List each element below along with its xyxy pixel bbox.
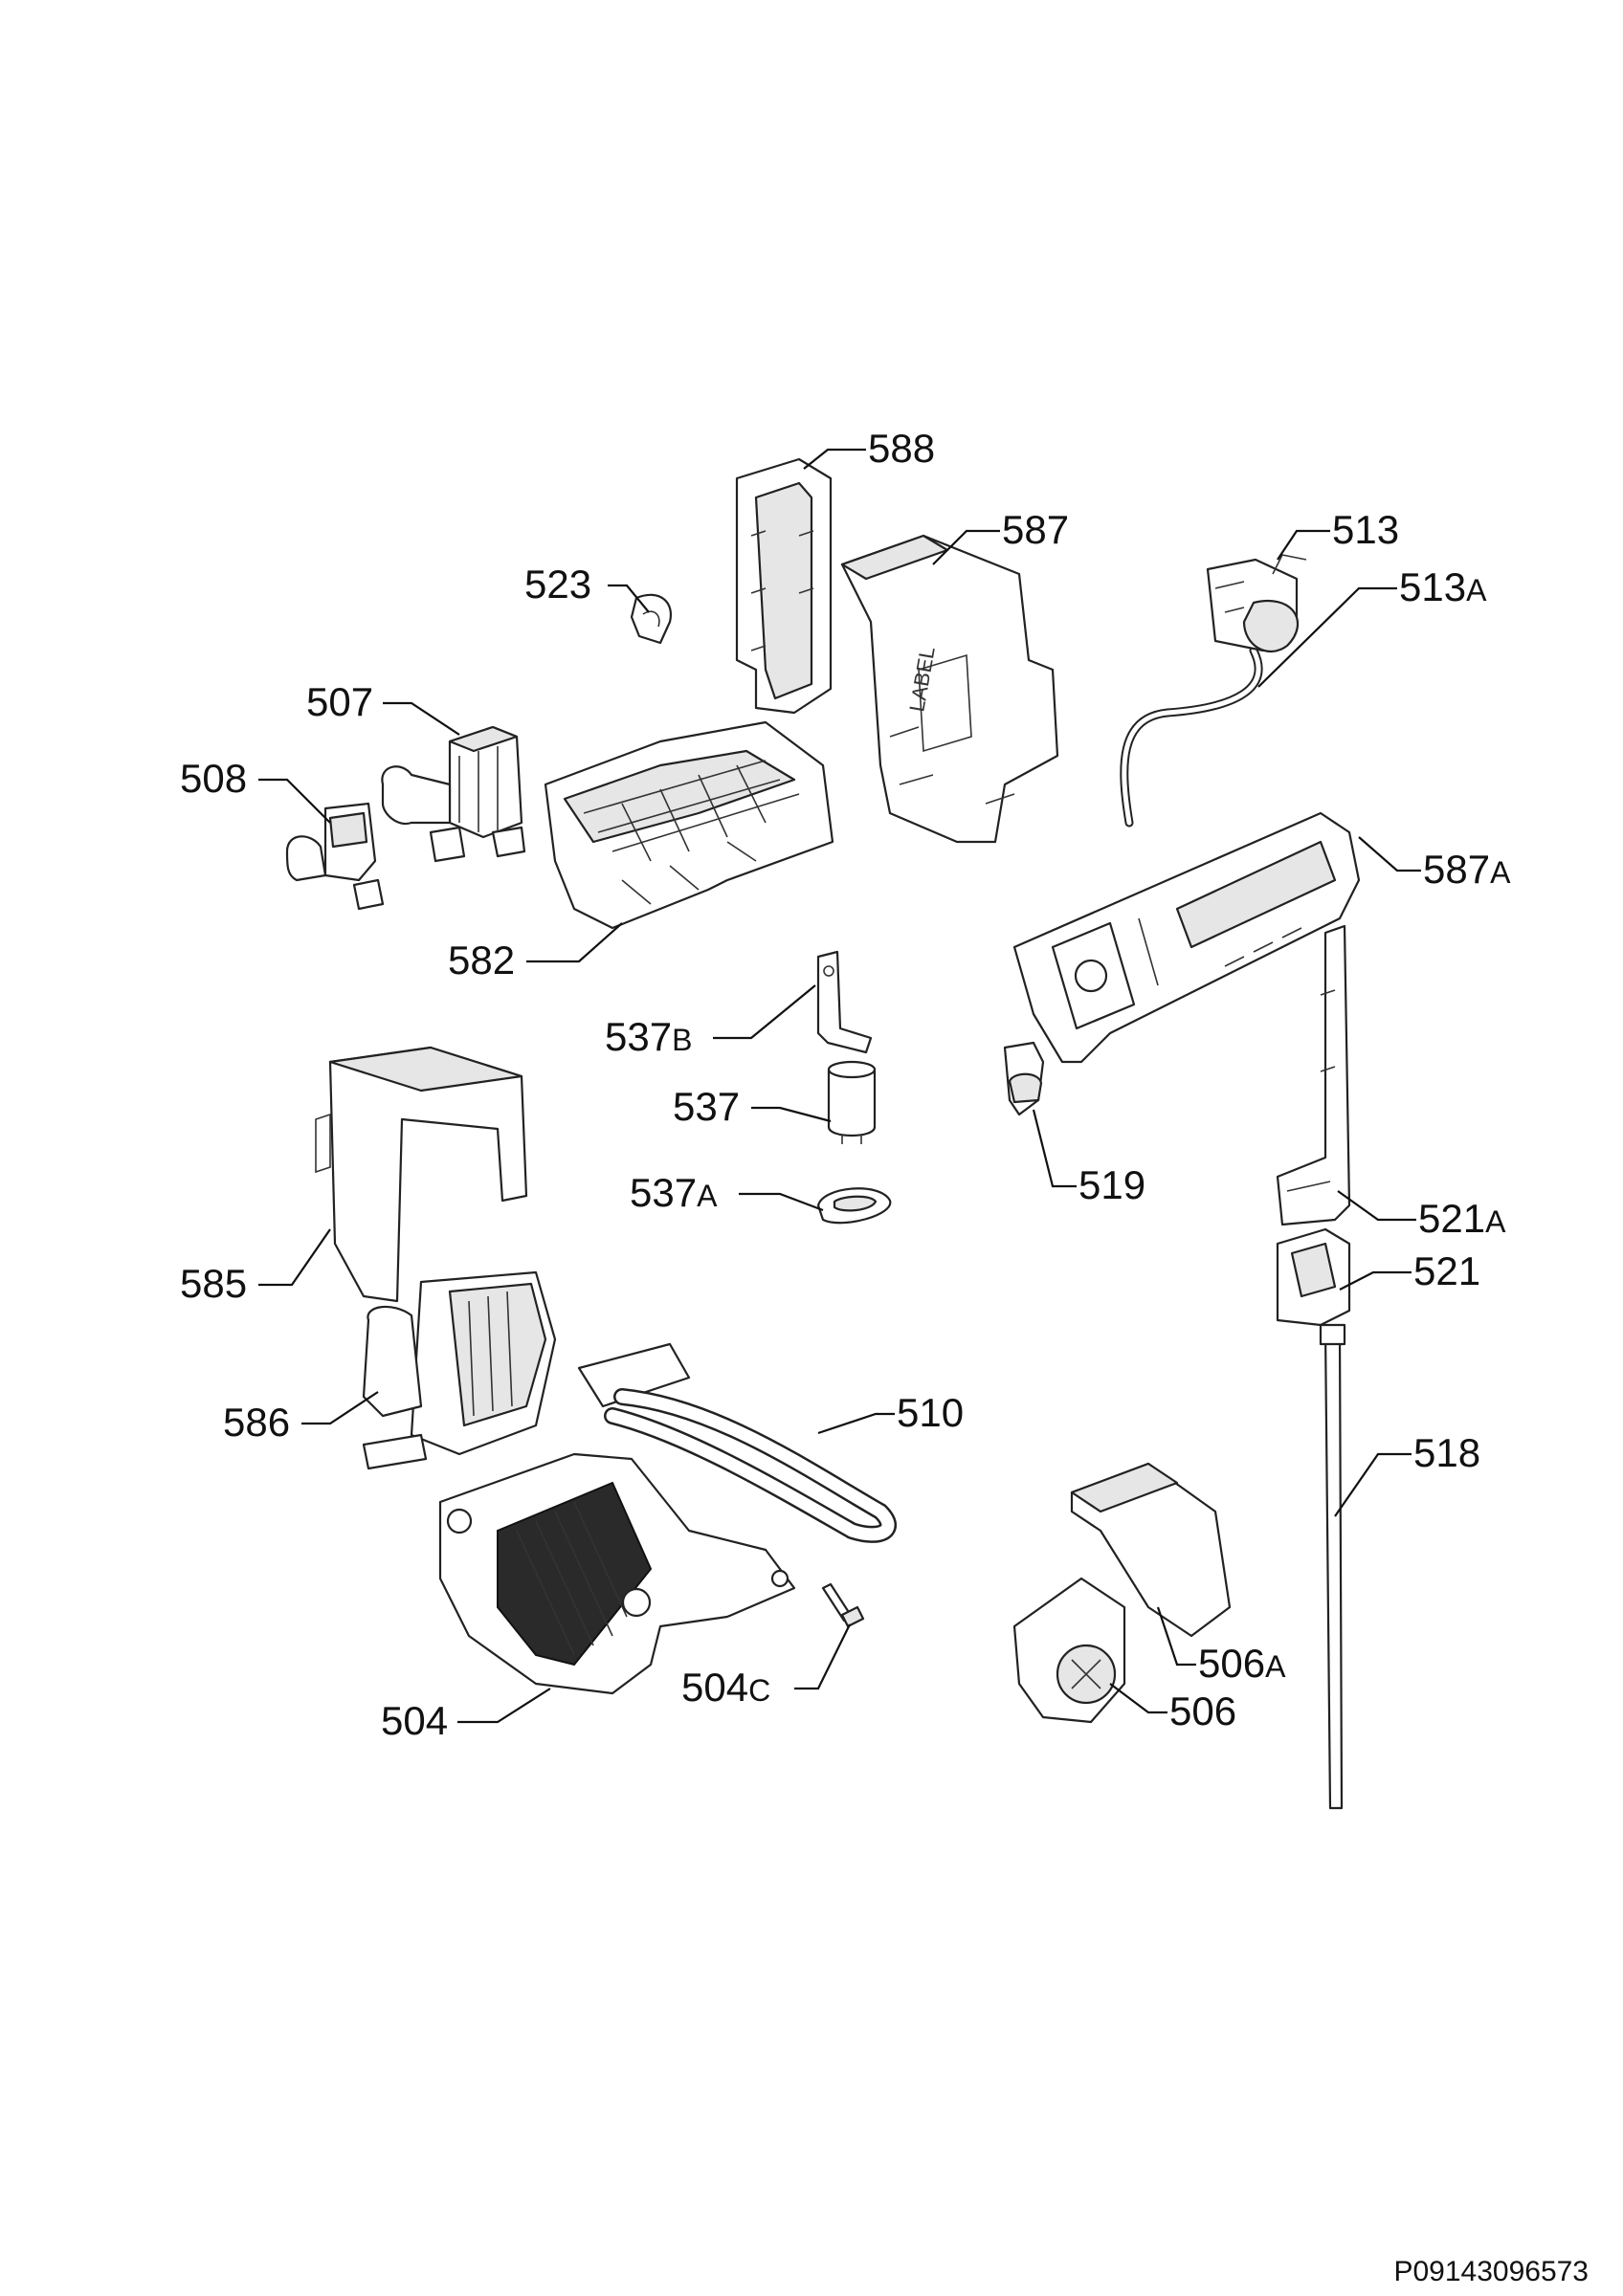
callout-537B: 537B	[605, 1014, 692, 1059]
leader-537B	[713, 984, 816, 1040]
callout-521: 521	[1413, 1248, 1480, 1293]
callout-537A: 537A	[630, 1170, 718, 1215]
callout-508: 508	[180, 756, 247, 801]
part-582-drawing	[544, 720, 834, 930]
callout-519: 519	[1078, 1162, 1145, 1207]
leader-537A	[739, 1192, 824, 1212]
leader-518	[1334, 1452, 1412, 1517]
callout-518: 518	[1413, 1430, 1480, 1475]
callout-523: 523	[524, 562, 591, 607]
callout-521A: 521A	[1418, 1196, 1506, 1241]
part-504-drawing	[438, 1452, 796, 1695]
leader-506	[1109, 1683, 1167, 1714]
callout-510: 510	[897, 1390, 964, 1435]
part-508-drawing	[285, 802, 385, 911]
part-519-drawing	[1003, 1041, 1045, 1116]
part-586-drawing	[362, 1270, 557, 1470]
part-523-drawing	[630, 593, 673, 645]
part-587-drawing: LABEL	[840, 534, 1059, 844]
leader-506A	[1156, 1606, 1196, 1667]
leader-510	[817, 1412, 895, 1435]
leader-504	[457, 1688, 551, 1724]
callout-587: 587	[1002, 507, 1069, 552]
part-588-drawing	[735, 457, 833, 715]
callout-586: 586	[223, 1400, 290, 1445]
part-585-drawing	[315, 1046, 528, 1303]
leader-513A	[1257, 586, 1397, 688]
leader-lines	[258, 448, 1421, 1724]
callout-513A: 513A	[1399, 564, 1487, 609]
callout-506: 506	[1169, 1689, 1236, 1733]
leader-523	[608, 584, 650, 613]
part-507-drawing	[381, 725, 526, 863]
part-537A-drawing	[816, 1187, 892, 1225]
callout-504C: 504C	[681, 1665, 770, 1710]
leader-587	[932, 529, 1000, 565]
part-504C-drawing	[821, 1582, 865, 1628]
document-id: P09143096573	[1393, 2256, 1589, 2287]
leader-504C	[794, 1623, 851, 1690]
callout-504: 504	[381, 1698, 448, 1743]
leader-537	[751, 1106, 832, 1123]
leader-588	[803, 448, 866, 470]
leader-521A	[1337, 1190, 1416, 1222]
part-521A-drawing	[1276, 924, 1351, 1226]
leader-585	[258, 1228, 331, 1287]
part-510-drawing	[577, 1342, 897, 1543]
callout-588: 588	[868, 426, 935, 471]
callout-582: 582	[448, 938, 515, 982]
callout-513: 513	[1332, 507, 1399, 552]
part-537-drawing	[827, 1060, 877, 1144]
part-518-drawing	[1319, 1323, 1346, 1810]
callout-507: 507	[306, 679, 373, 724]
part-537B-drawing	[816, 950, 873, 1054]
leader-513	[1277, 529, 1330, 561]
callout-labels: 588 587 513 513A 523 507 508 587A 582 53…	[180, 426, 1511, 1743]
leader-507	[383, 701, 460, 736]
leader-582	[526, 922, 623, 963]
leader-519	[1032, 1109, 1077, 1188]
part-506-drawing	[1012, 1577, 1126, 1724]
callout-587A: 587A	[1423, 847, 1511, 892]
leader-521	[1339, 1270, 1412, 1291]
callout-585: 585	[180, 1261, 247, 1306]
callout-506A: 506A	[1198, 1641, 1286, 1686]
part-513-drawing	[1120, 554, 1307, 828]
leader-508	[258, 778, 331, 824]
leader-586	[301, 1391, 379, 1425]
leader-587A	[1358, 836, 1421, 872]
callout-537: 537	[673, 1084, 740, 1129]
part-506A-drawing	[1070, 1462, 1232, 1638]
part-587A-drawing	[1012, 811, 1361, 1064]
part-521-drawing	[1276, 1227, 1351, 1327]
